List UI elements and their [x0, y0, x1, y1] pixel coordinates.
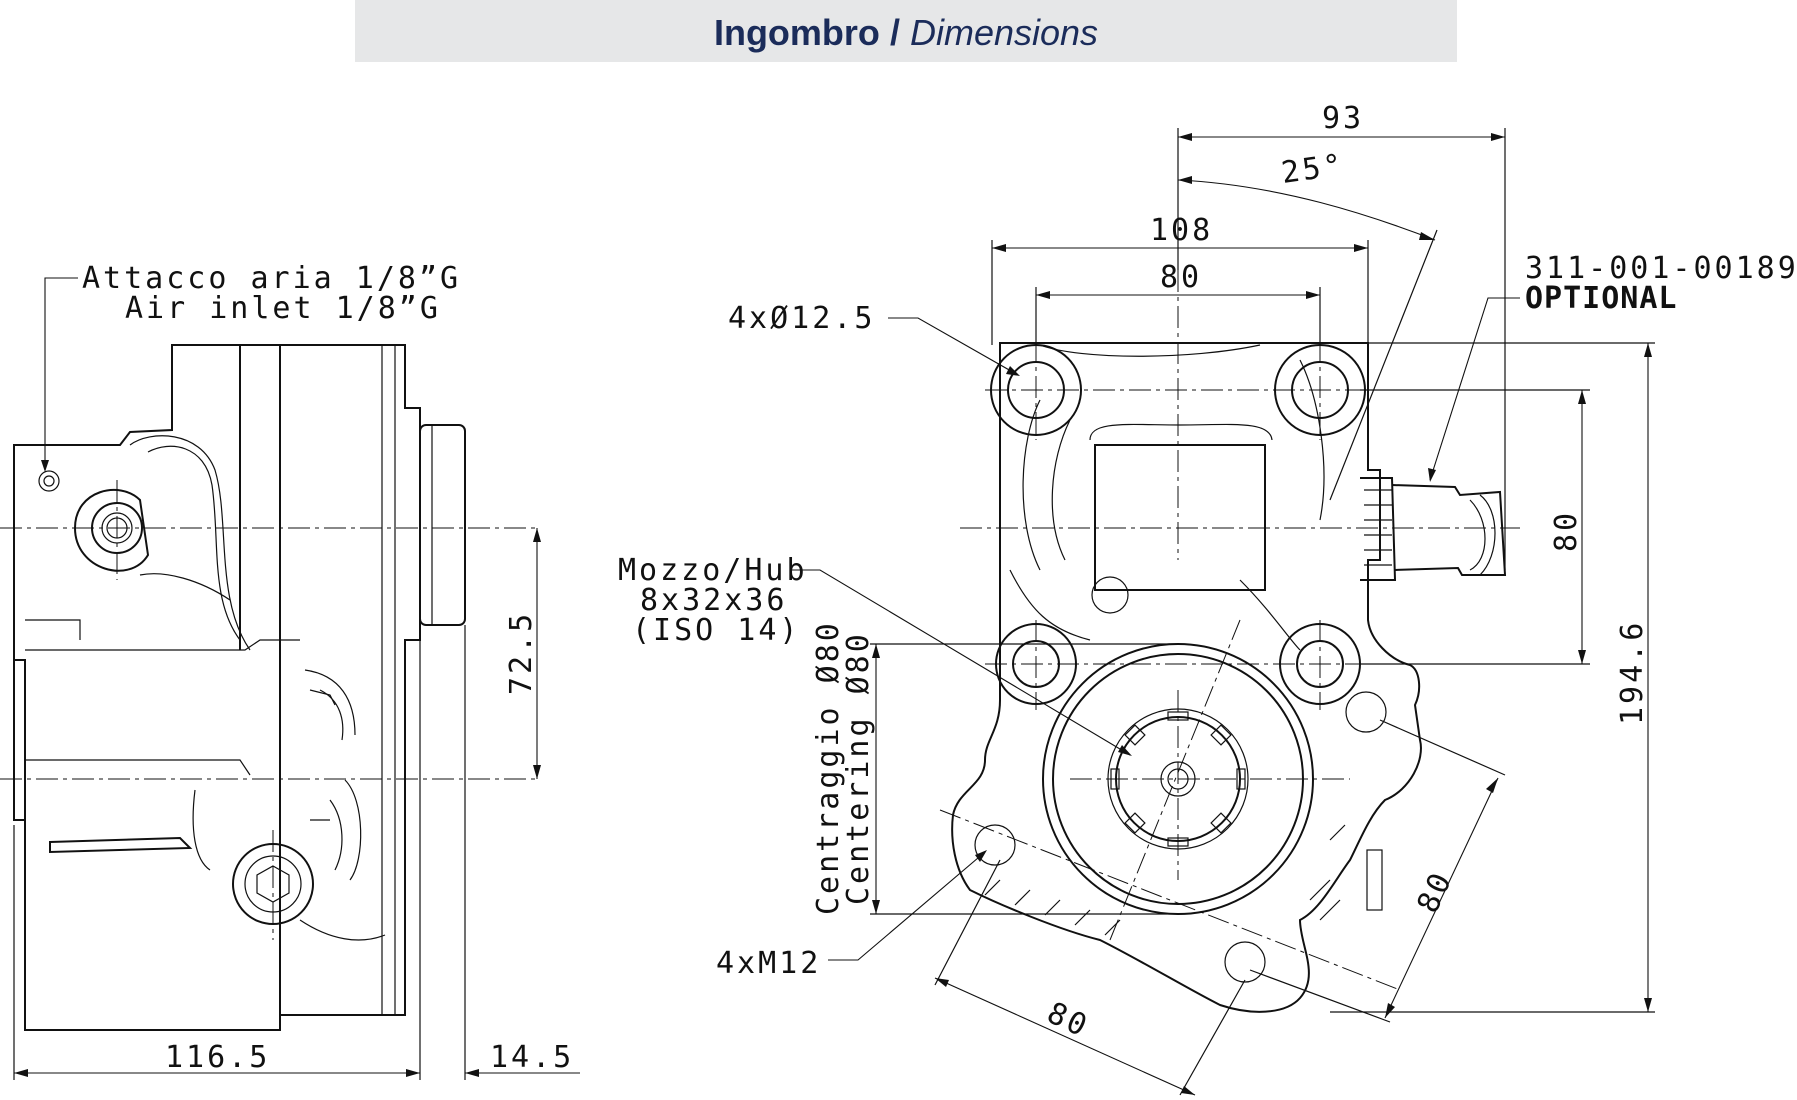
air-inlet-label-italian: Attacco aria 1/8”G	[82, 261, 461, 296]
centering-label-italian: Centraggio Ø80	[811, 620, 846, 915]
title-separator: /	[879, 12, 910, 53]
part-number-label: 311-001-00189	[1525, 251, 1797, 286]
dimension-93: 93	[1322, 101, 1364, 136]
dimension-14-5: 14.5	[490, 1040, 574, 1075]
dimension-80-top: 80	[1160, 260, 1202, 295]
hub-iso-label: (ISO 14)	[632, 613, 801, 648]
dimension-angle-25: 25°	[1279, 147, 1346, 190]
dimension-116-5: 116.5	[165, 1040, 270, 1075]
front-view	[790, 128, 1655, 1096]
bolts-label: 4xM12	[716, 946, 821, 981]
side-view	[0, 277, 580, 1080]
hub-spec-label: 8x32x36	[640, 583, 787, 618]
air-inlet-label-english: Air inlet 1/8”G	[125, 291, 441, 326]
centering-label-english: Centering Ø80	[841, 631, 876, 905]
optional-label: OPTIONAL	[1525, 281, 1678, 316]
dimension-72-5: 72.5	[504, 611, 539, 695]
mounting-holes-label: 4xØ12.5	[728, 301, 875, 336]
hub-label: Mozzo/Hub	[618, 553, 808, 588]
dimension-80-diagonal-bottom: 80	[1042, 996, 1095, 1046]
title-bar: Ingombro / Dimensions	[355, 0, 1457, 62]
dimension-80-right: 80	[1549, 510, 1584, 552]
dimension-108: 108	[1150, 213, 1213, 248]
dimension-194-6: 194.6	[1615, 620, 1650, 725]
title-english: Dimensions	[909, 12, 1099, 53]
title-italian: Ingombro	[713, 12, 880, 53]
